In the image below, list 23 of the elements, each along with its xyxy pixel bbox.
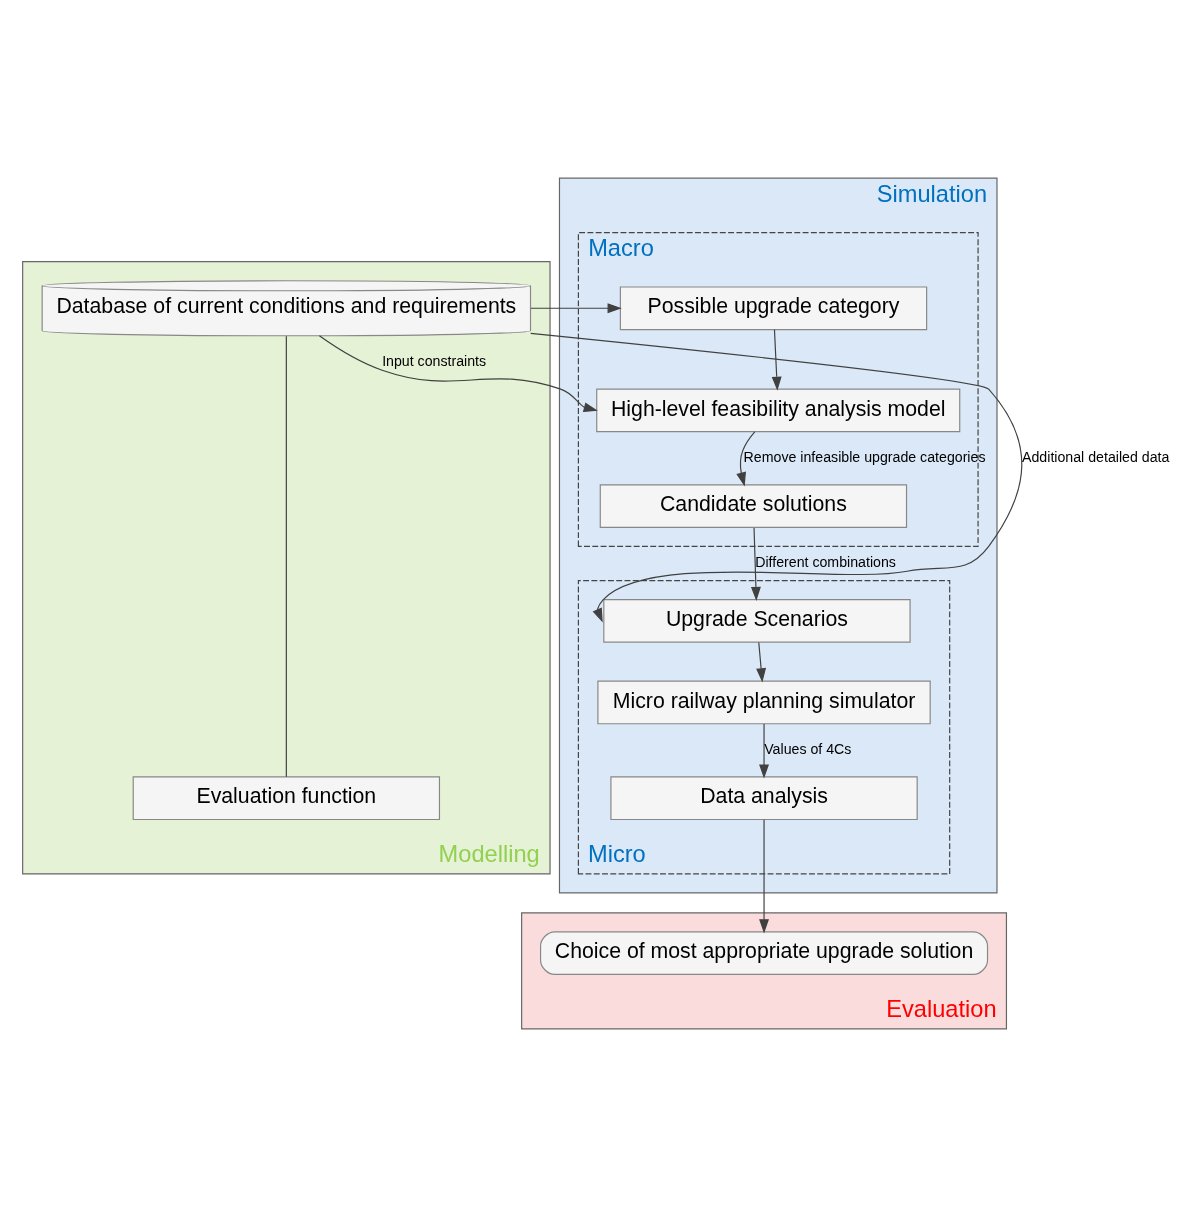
node-box: High-level feasibility analysis model bbox=[596, 388, 961, 432]
arrow bbox=[318, 334, 598, 412]
node-box: Choice of most appropriate upgrade solution bbox=[539, 930, 989, 975]
arrow bbox=[530, 302, 622, 313]
edge-label: Remove infeasible upgrade categories bbox=[743, 448, 986, 465]
edge-label: Input constraints bbox=[382, 352, 487, 369]
node-box: Data analysis bbox=[610, 775, 918, 820]
node-box: Micro railway planning simulator bbox=[597, 680, 931, 724]
arrow bbox=[736, 430, 756, 487]
node-box: Possible upgrade category bbox=[619, 285, 928, 330]
edge-label: Values of 4Cs bbox=[764, 740, 852, 757]
arrow bbox=[759, 818, 769, 933]
edge-label: Different combinations bbox=[755, 553, 896, 570]
edge-label: Additional detailed data bbox=[1022, 448, 1170, 465]
arrow bbox=[750, 526, 761, 601]
connector bbox=[285, 335, 287, 777]
arrow bbox=[771, 328, 782, 391]
node-box: Upgrade Scenarios bbox=[603, 598, 911, 643]
arrow bbox=[759, 722, 769, 779]
arrow bbox=[756, 641, 767, 682]
arrow bbox=[530, 332, 1023, 622]
node-box: Evaluation function bbox=[132, 775, 441, 820]
node-box: Candidate solutions bbox=[599, 483, 908, 528]
